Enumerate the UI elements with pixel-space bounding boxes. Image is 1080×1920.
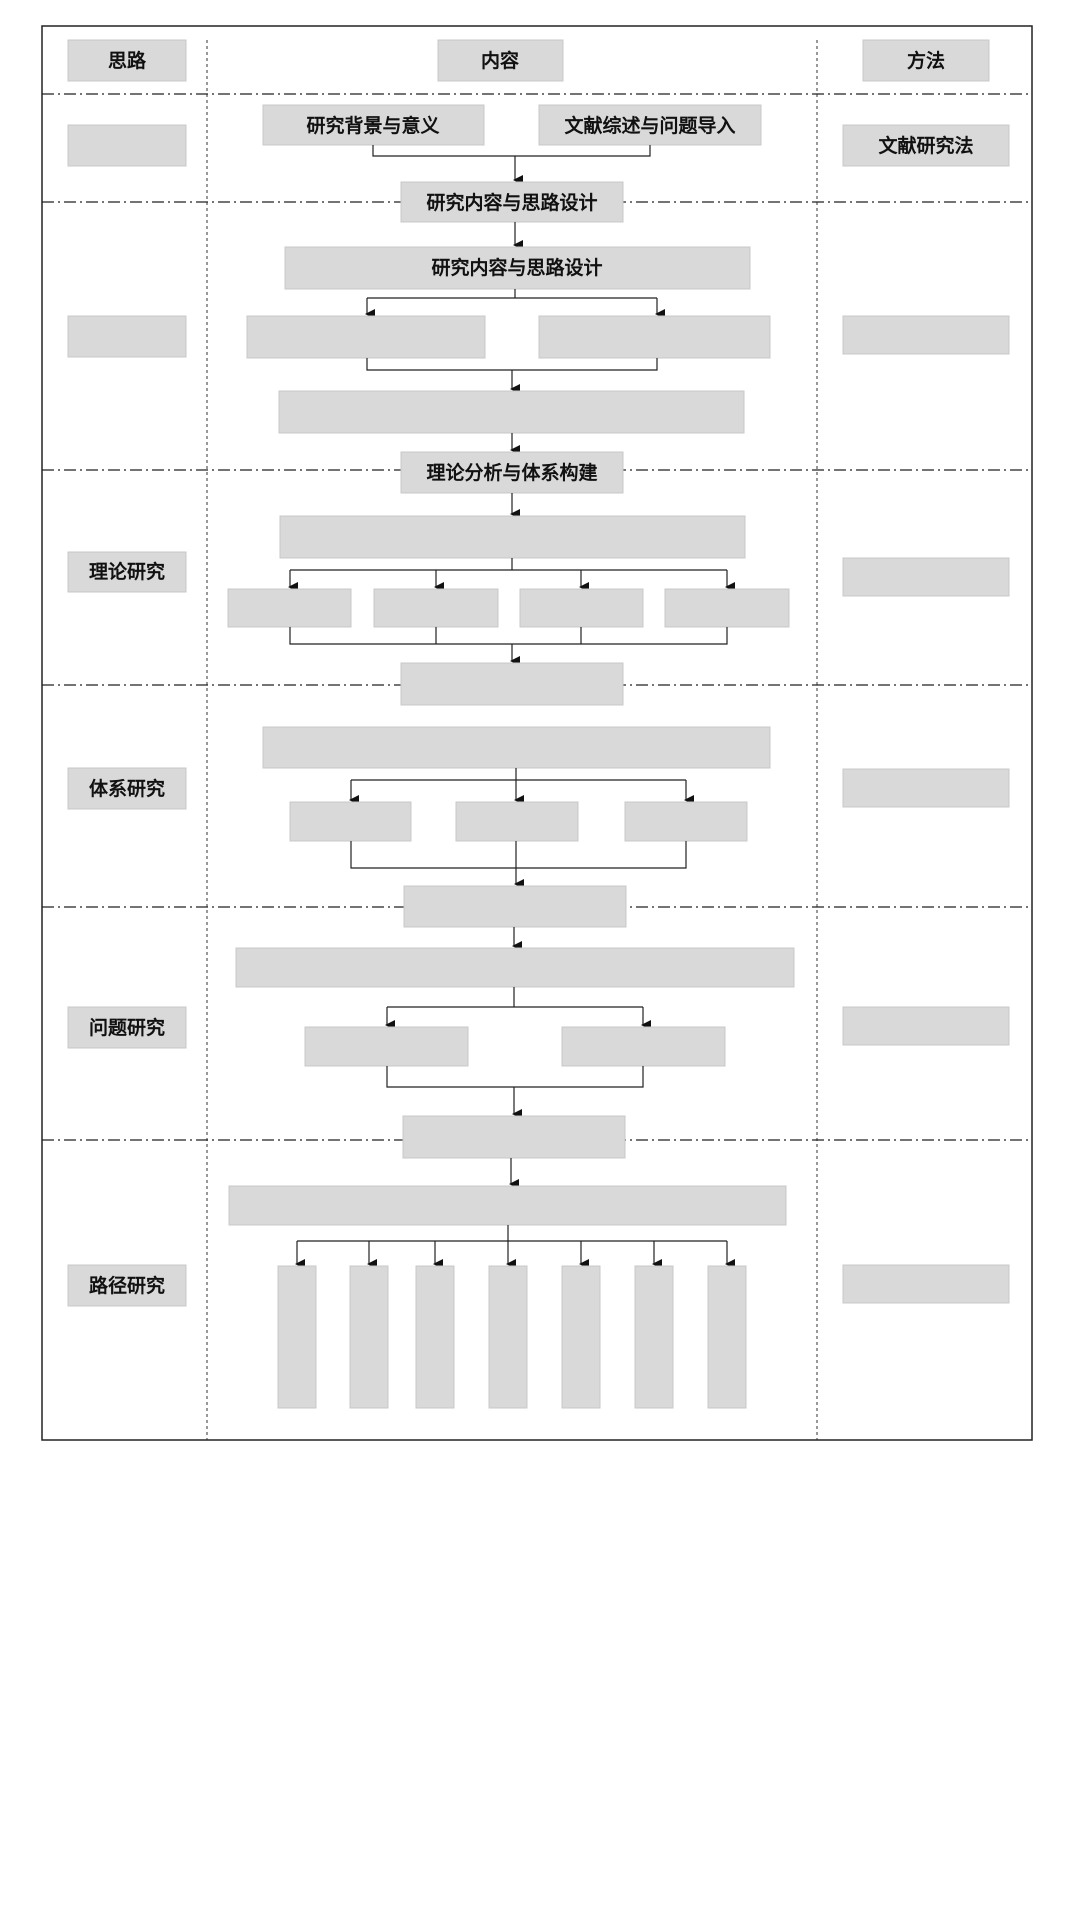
row2-left-box	[67, 315, 187, 358]
header-left-label: 思路	[108, 49, 147, 72]
b6-column-box-5	[561, 1265, 601, 1409]
b4-main-box	[262, 726, 771, 769]
header-right-box	[862, 39, 990, 82]
b6-column-box-1	[277, 1265, 317, 1409]
design-band-label: 研究内容与思路设计	[426, 191, 597, 214]
b5-main-box	[235, 947, 795, 988]
b6-column-box-4	[488, 1265, 528, 1409]
b3-sub-box-3	[519, 588, 644, 628]
row-problem-box	[67, 1006, 187, 1049]
b6-column-box-7	[707, 1265, 747, 1409]
row1-left-box	[67, 124, 187, 167]
connector-b4-merge	[350, 841, 687, 869]
b3-sub-box-4	[664, 588, 790, 628]
design-main-label: 研究内容与思路设计	[431, 256, 602, 279]
connector-b3-merge	[289, 627, 728, 645]
design-band-box	[400, 181, 624, 223]
b4-summary-box	[403, 885, 627, 928]
row-system-method-box	[842, 768, 1010, 808]
row2-method-box	[842, 315, 1010, 355]
literature-review-box	[538, 104, 762, 146]
theory-band-label: 理论分析与体系构建	[426, 461, 597, 484]
background-label: 研究背景与意义	[306, 114, 439, 137]
b6-column-box-2	[349, 1265, 389, 1409]
header-right-label: 方法	[907, 49, 945, 72]
b3-main-box	[279, 515, 746, 559]
method-literature-label: 文献研究法	[878, 134, 973, 157]
b6-column-box-6	[634, 1265, 674, 1409]
literature-review-label: 文献综述与问题导入	[564, 114, 735, 137]
b3-summary-box	[400, 662, 624, 706]
row-problem-method-box	[842, 1006, 1010, 1046]
b2-summary-box	[278, 390, 745, 434]
b4-sub-box-3	[624, 801, 748, 842]
b2-left-box	[246, 315, 486, 359]
row-theory-method-box	[842, 557, 1010, 597]
b3-sub-box-2	[373, 588, 499, 628]
row-problem-label: 问题研究	[89, 1016, 165, 1039]
background-box	[262, 104, 485, 146]
connector-b2-merge	[366, 358, 658, 371]
b6-main-box	[228, 1185, 787, 1226]
row-theory-label: 理论研究	[89, 560, 165, 583]
b6-column-box-3	[415, 1265, 455, 1409]
method-literature-box	[842, 124, 1010, 167]
b4-sub-box-1	[289, 801, 412, 842]
connector-b1-merge	[372, 145, 651, 157]
b5-summary-box	[402, 1115, 626, 1159]
b5-sub-box-right	[561, 1026, 726, 1067]
header-center-label: 内容	[481, 49, 519, 72]
row-system-box	[67, 767, 187, 810]
b5-sub-box-left	[304, 1026, 469, 1067]
b3-sub-box-1	[227, 588, 352, 628]
row-system-label: 体系研究	[89, 777, 165, 800]
diagram-frame	[41, 25, 1033, 1441]
row-path-box	[67, 1264, 187, 1307]
row-path-method-box	[842, 1264, 1010, 1304]
b4-sub-box-2	[455, 801, 579, 842]
connector-b5-merge	[386, 1066, 644, 1088]
design-main-box	[284, 246, 751, 290]
row-theory-box	[67, 551, 187, 593]
header-left-box	[67, 39, 187, 82]
row-path-label: 路径研究	[89, 1274, 165, 1297]
b2-right-box	[538, 315, 771, 359]
header-center-box	[437, 39, 564, 82]
theory-band-box	[400, 451, 624, 494]
